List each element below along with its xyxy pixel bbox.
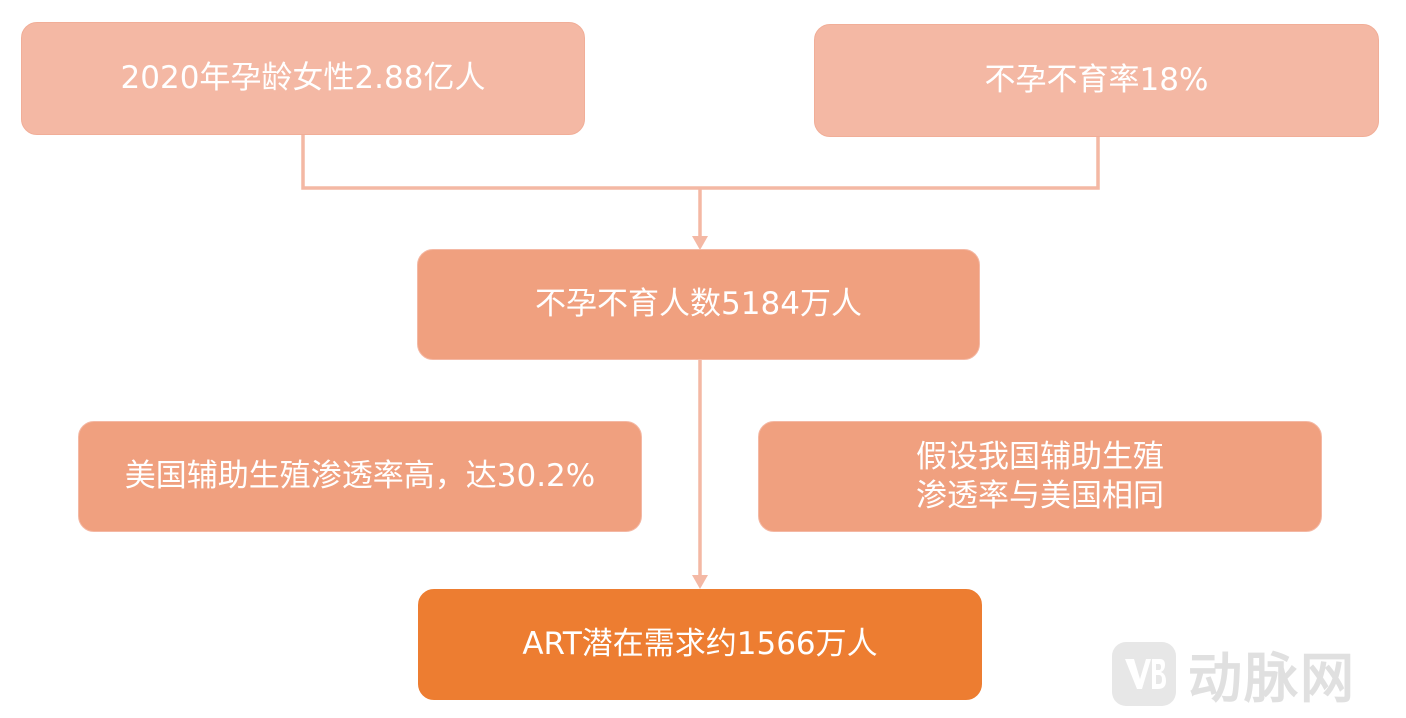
node-art-demand: ART潜在需求约1566万人 xyxy=(418,589,982,700)
node-us-penetration: 美国辅助生殖渗透率高，达30.2% xyxy=(78,421,642,532)
connector-top-left xyxy=(301,135,700,190)
node-infertile-population: 不孕不育人数5184万人 xyxy=(417,249,980,360)
node-women-2020: 2020年孕龄女性2.88亿人 xyxy=(21,22,585,135)
node-infertility-rate: 不孕不育率18% xyxy=(814,24,1379,137)
watermark-text: 动脉网 xyxy=(1188,647,1356,710)
watermark: 动脉网 xyxy=(1112,634,1356,713)
node-assumption: 假设我国辅助生殖 渗透率与美国相同 xyxy=(758,421,1322,532)
connector-top-right xyxy=(700,137,1100,190)
vb-logo-icon xyxy=(1112,641,1176,706)
arrowhead-to-art xyxy=(692,575,708,589)
arrowhead-to-infertile xyxy=(692,236,708,250)
